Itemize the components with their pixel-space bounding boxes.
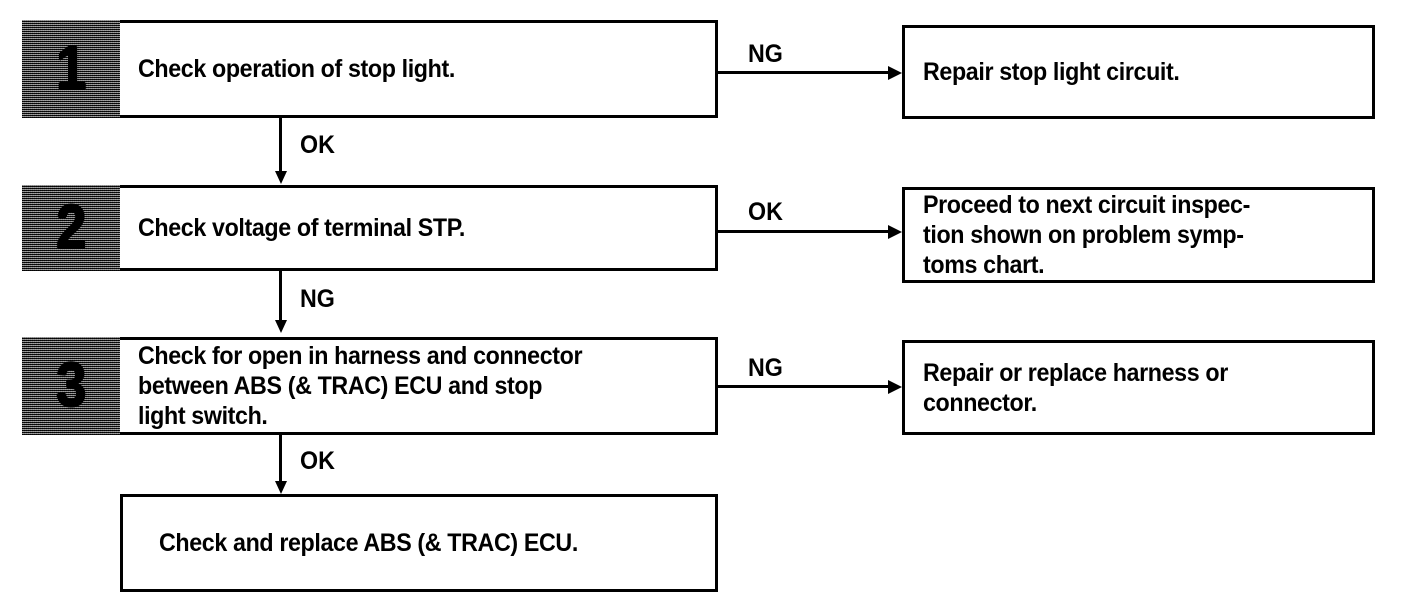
step-body-3: Check for open in harness and connector … bbox=[120, 340, 715, 432]
connector-arrow-step2-step3 bbox=[274, 320, 287, 333]
connector-line-step2-step3 bbox=[279, 271, 282, 322]
result-body-2: Proceed to next circuit inspec- tion sho… bbox=[905, 190, 1372, 280]
step-number-1: 1 bbox=[55, 34, 87, 103]
step-text-3: Check for open in harness and connector … bbox=[138, 342, 583, 430]
result-body-3: Repair or replace harness or connector. bbox=[905, 343, 1372, 432]
step-body-2: Check voltage of terminal STP. bbox=[120, 188, 715, 268]
result-box-2[interactable]: Proceed to next circuit inspec- tion sho… bbox=[902, 187, 1375, 283]
final-body: Check and replace ABS (& TRAC) ECU. bbox=[123, 497, 715, 589]
final-text: Check and replace ABS (& TRAC) ECU. bbox=[159, 529, 578, 557]
result-box-3[interactable]: Repair or replace harness or connector. bbox=[902, 340, 1375, 435]
step-box-1[interactable]: 1 Check operation of stop light. bbox=[22, 20, 718, 118]
step-box-2[interactable]: 2 Check voltage of terminal STP. bbox=[22, 185, 718, 271]
connector-arrow-step3-branch bbox=[888, 379, 902, 394]
edge-label-step2-branch: OK bbox=[748, 198, 783, 226]
edge-label-step2-step3: NG bbox=[300, 285, 335, 313]
connector-line-step2-branch bbox=[718, 230, 896, 233]
edge-label-step1-step2: OK bbox=[300, 131, 335, 159]
step-number-2: 2 bbox=[55, 193, 87, 262]
connector-line-step3-final bbox=[279, 435, 282, 482]
step-box-3[interactable]: 3 Check for open in harness and connecto… bbox=[22, 337, 718, 435]
result-text-1: Repair stop light circuit. bbox=[923, 58, 1180, 86]
result-box-1[interactable]: Repair stop light circuit. bbox=[902, 25, 1375, 119]
step-body-1: Check operation of stop light. bbox=[120, 23, 715, 115]
edge-label-step3-branch: NG bbox=[748, 354, 783, 382]
step-number-badge-1: 1 bbox=[22, 20, 120, 118]
connector-line-step1-step2 bbox=[279, 118, 282, 173]
edge-label-step3-final: OK bbox=[300, 447, 335, 475]
step-text-2: Check voltage of terminal STP. bbox=[138, 214, 465, 242]
result-text-3: Repair or replace harness or connector. bbox=[923, 358, 1228, 417]
connector-arrow-step1-branch bbox=[888, 65, 902, 80]
connector-arrow-step2-branch bbox=[888, 224, 902, 239]
edge-label-step1-branch: NG bbox=[748, 40, 783, 68]
result-body-1: Repair stop light circuit. bbox=[905, 28, 1372, 116]
connector-arrow-step3-final bbox=[274, 481, 287, 494]
step-number-badge-2: 2 bbox=[22, 185, 120, 271]
step-number-badge-3: 3 bbox=[22, 337, 120, 435]
connector-line-step1-branch bbox=[718, 71, 896, 74]
connector-line-step3-branch bbox=[718, 385, 896, 388]
step-text-1: Check operation of stop light. bbox=[138, 55, 455, 83]
step-number-3: 3 bbox=[55, 351, 87, 420]
connector-arrow-step1-step2 bbox=[274, 171, 287, 184]
final-box[interactable]: Check and replace ABS (& TRAC) ECU. bbox=[120, 494, 718, 592]
result-text-2: Proceed to next circuit inspec- tion sho… bbox=[923, 191, 1250, 279]
